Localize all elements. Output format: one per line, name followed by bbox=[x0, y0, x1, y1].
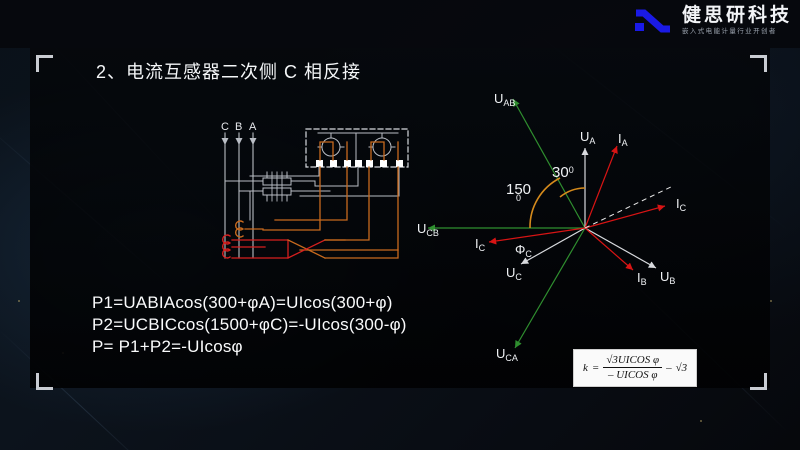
label-U-B: UB bbox=[660, 269, 675, 286]
angle-arc-30 bbox=[559, 187, 586, 198]
label-U-A: UA bbox=[580, 129, 595, 146]
corner-bracket-bottom-left bbox=[36, 373, 53, 390]
brand-subtitle: 嵌入式电能计量行业开创者 bbox=[681, 28, 777, 36]
brand-text: 健思研科技 嵌入式电能计量行业开创者 bbox=[682, 6, 792, 36]
current-wiring-orange-return bbox=[324, 239, 399, 259]
formula-line-3: P= P1+P2=-UIcosφ bbox=[92, 337, 243, 356]
vector-U-C bbox=[520, 227, 586, 265]
wave-logo-mark-icon bbox=[632, 4, 674, 38]
label-U-C: UC bbox=[506, 265, 522, 282]
content-panel-overlay bbox=[30, 48, 770, 388]
voltage-wires bbox=[249, 166, 400, 197]
phase-label-B: B bbox=[235, 121, 242, 133]
current-wiring-red-reversed bbox=[231, 239, 289, 259]
corner-bracket-top-right bbox=[750, 55, 767, 72]
label-I-A: IA bbox=[618, 131, 628, 148]
k-equals: = bbox=[591, 361, 600, 374]
meter-element-2 bbox=[368, 132, 396, 157]
k-denominator: – UICOS φ bbox=[607, 369, 658, 381]
brand-name: 健思研科技 bbox=[681, 5, 792, 27]
k-formula-box: k = √3UICOS φ – UICOS φ – √3 bbox=[573, 349, 698, 387]
phasor-labels: UAB UCB UCA UA UB UC bbox=[417, 91, 675, 363]
label-I-C-left: IC bbox=[475, 236, 486, 253]
phasor-angle-labels: 300 1500 ΦC bbox=[506, 164, 574, 259]
dashed-reference-line bbox=[584, 185, 674, 229]
k-fraction: √3UICOS φ – UICOS φ bbox=[603, 354, 663, 381]
bus-lines bbox=[221, 132, 257, 259]
phasor-current-labels: IA IB IC IC bbox=[475, 131, 687, 287]
page-title: 2、电流互感器二次侧 C 相反接 bbox=[96, 62, 362, 82]
formula-block: P1=UABIAcos(300+φA)=UIcos(300+φ) P2=UCBI… bbox=[92, 292, 407, 358]
label-angle-30: 300 bbox=[552, 164, 574, 181]
phase-label-C: C bbox=[221, 121, 229, 133]
bg-spark bbox=[700, 420, 702, 422]
label-U-CA: UCA bbox=[496, 346, 518, 363]
vector-I-C-right bbox=[584, 204, 666, 229]
formula-line-1: P1=UABIAcos(300+φA)=UIcos(300+φ) bbox=[92, 293, 393, 312]
k-tail: √3 bbox=[675, 361, 688, 374]
bg-spark bbox=[18, 300, 20, 302]
angle-arc-150 bbox=[529, 177, 561, 229]
transformer-coil-marks bbox=[271, 171, 283, 202]
vector-I-A bbox=[584, 145, 618, 229]
label-U-CB: UCB bbox=[417, 221, 439, 238]
formula-line-2: P2=UCBICcos(1500+φC)=-UIcos(300-φ) bbox=[92, 315, 407, 334]
label-I-B: IB bbox=[637, 270, 647, 287]
label-U-AB: UAB bbox=[494, 91, 515, 108]
corner-bracket-top-left bbox=[36, 55, 53, 72]
wire-crossover bbox=[287, 239, 326, 259]
k-minus: – bbox=[666, 361, 672, 374]
k-numerator: √3UICOS φ bbox=[603, 354, 663, 368]
terminal-block bbox=[316, 160, 403, 167]
bg-spark bbox=[770, 300, 772, 302]
top-bar: 健思研科技 嵌入式电能计量行业开创者 bbox=[0, 0, 800, 48]
vector-U-AB bbox=[512, 98, 586, 229]
label-I-C-right: IC bbox=[676, 196, 687, 213]
vector-U-CA bbox=[514, 227, 586, 349]
corner-bracket-bottom-right bbox=[750, 373, 767, 390]
vector-I-B bbox=[584, 227, 634, 271]
k-lhs: k bbox=[583, 361, 588, 374]
label-angle-150: 1500 bbox=[506, 181, 531, 203]
label-phi-C: ΦC bbox=[515, 242, 532, 259]
ct-coil-orange bbox=[234, 220, 245, 238]
brand-logo: 健思研科技 嵌入式电能计量行业开创者 bbox=[632, 4, 792, 38]
vector-I-C-left bbox=[488, 227, 586, 245]
phase-label-A: A bbox=[249, 121, 257, 133]
meter-enclosure-dashed-box bbox=[305, 128, 409, 168]
vector-U-B bbox=[584, 227, 657, 269]
meter-internal-wiring bbox=[317, 132, 399, 161]
ct-coil-red bbox=[221, 234, 232, 259]
